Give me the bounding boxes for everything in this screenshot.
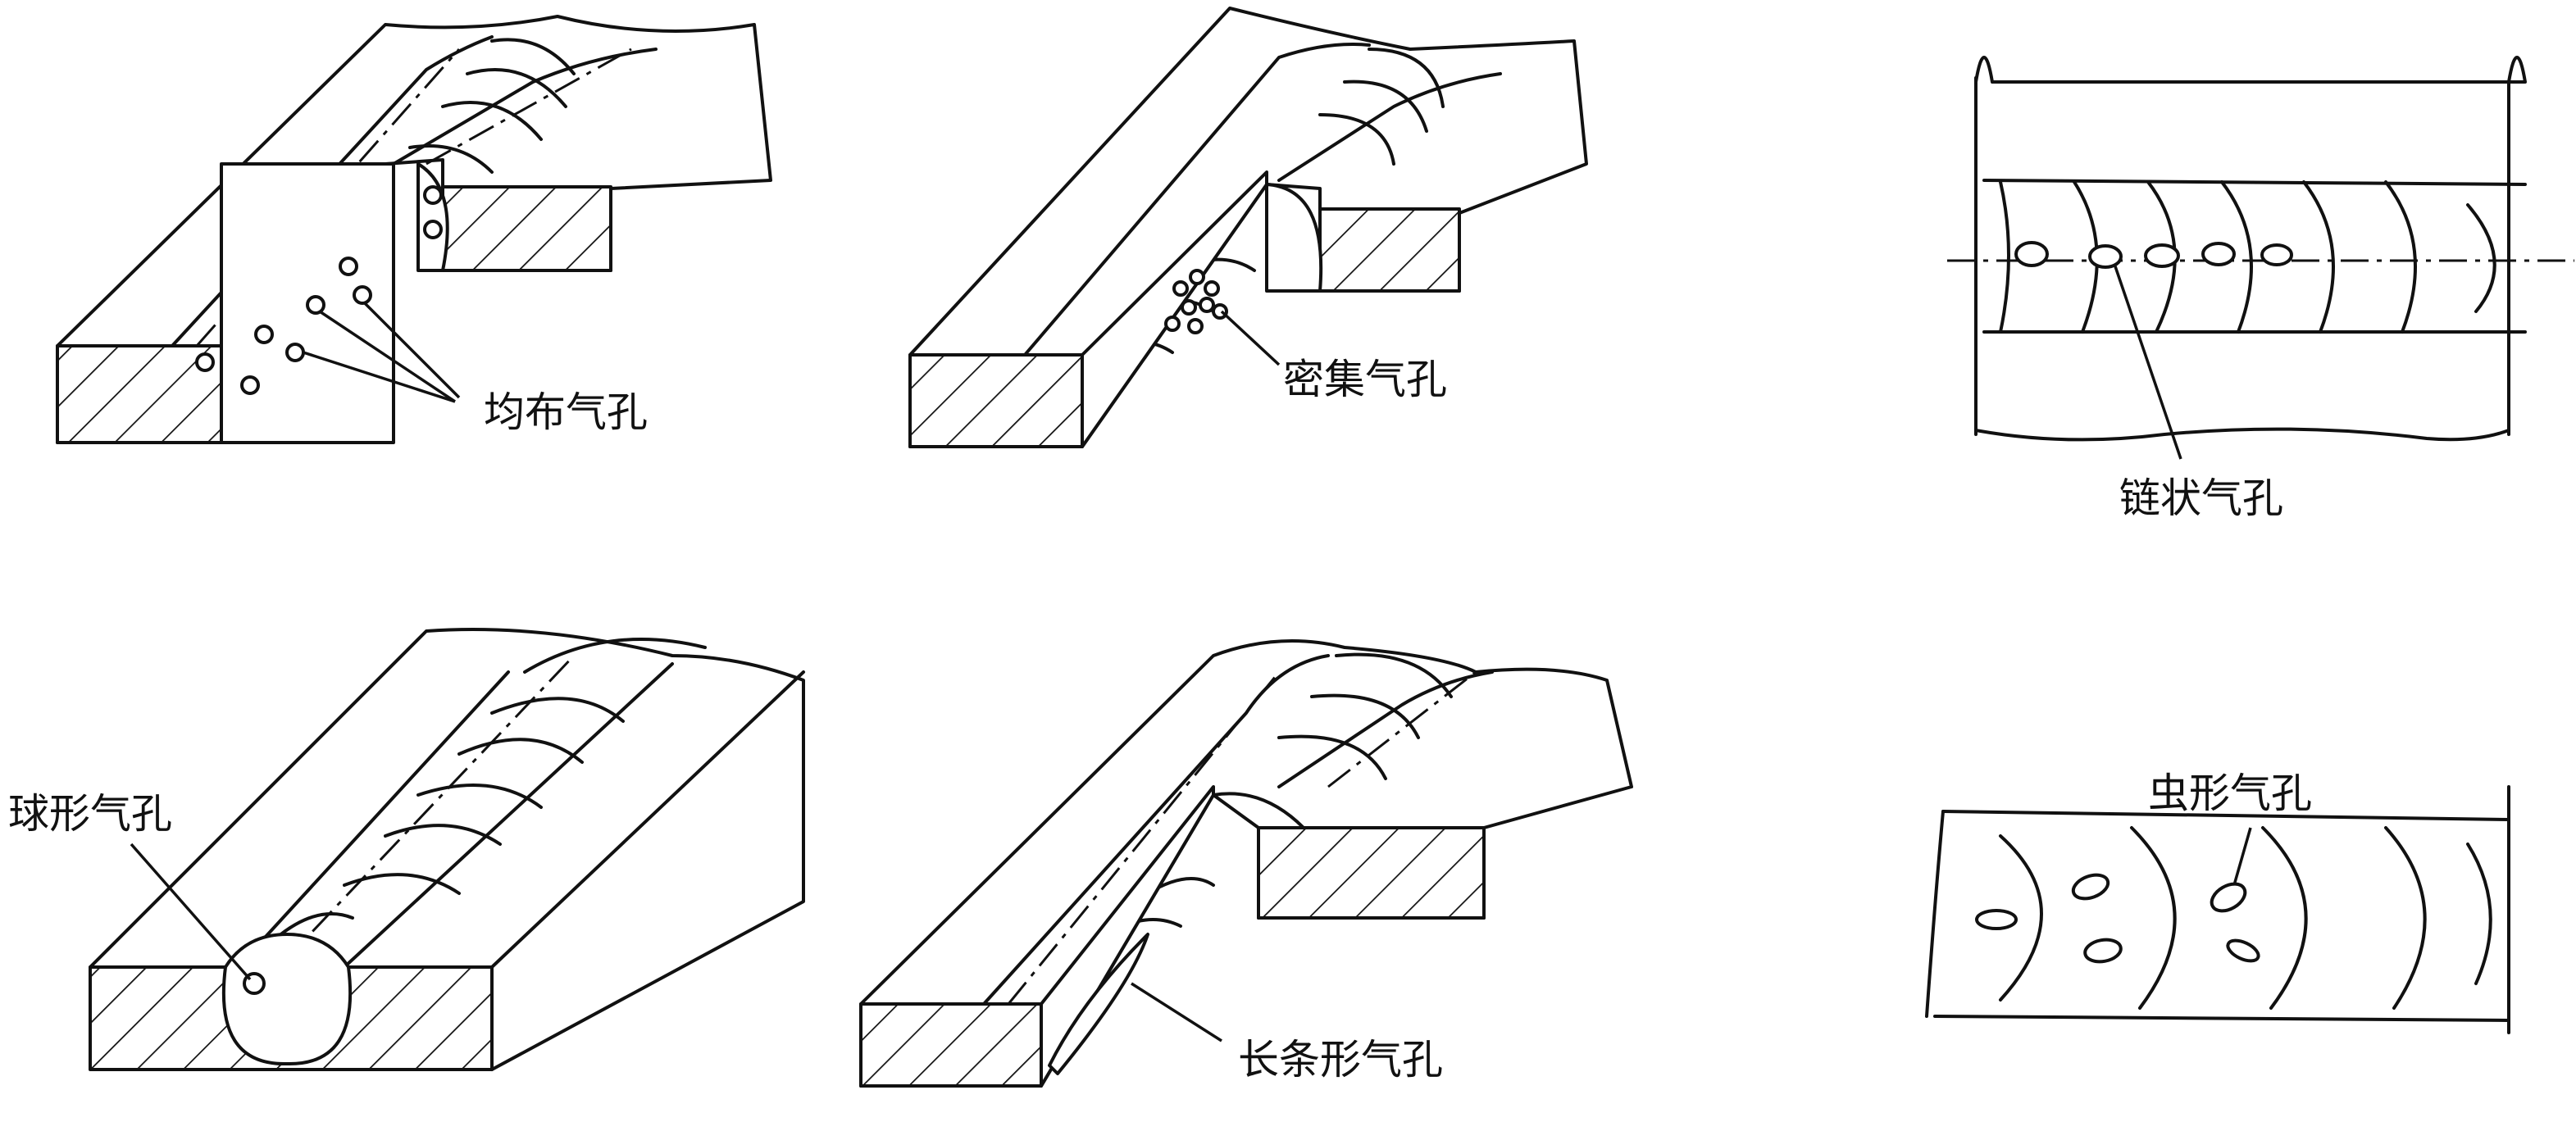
panel-uniform-porosity: 均布气孔 [56,15,772,444]
panel-spherical-porosity: 球形气孔 [8,628,805,1071]
label-spherical-porosity: 球形气孔 [8,790,172,838]
panel-chain-porosity: 链状气孔 [1947,56,2574,522]
panel-elongated-porosity: 长条形气孔 [859,639,1633,1088]
panel-worm-porosity: 虫形气孔 [1925,770,2510,1034]
label-elongated-porosity: 长条形气孔 [1238,1036,1443,1083]
label-chain-porosity: 链状气孔 [2119,475,2283,522]
label-uniform-porosity: 均布气孔 [484,388,648,436]
panel-dense-porosity: 密集气孔 [908,7,1588,448]
label-dense-porosity: 密集气孔 [1283,356,1447,403]
label-worm-porosity: 虫形气孔 [2148,770,2312,817]
